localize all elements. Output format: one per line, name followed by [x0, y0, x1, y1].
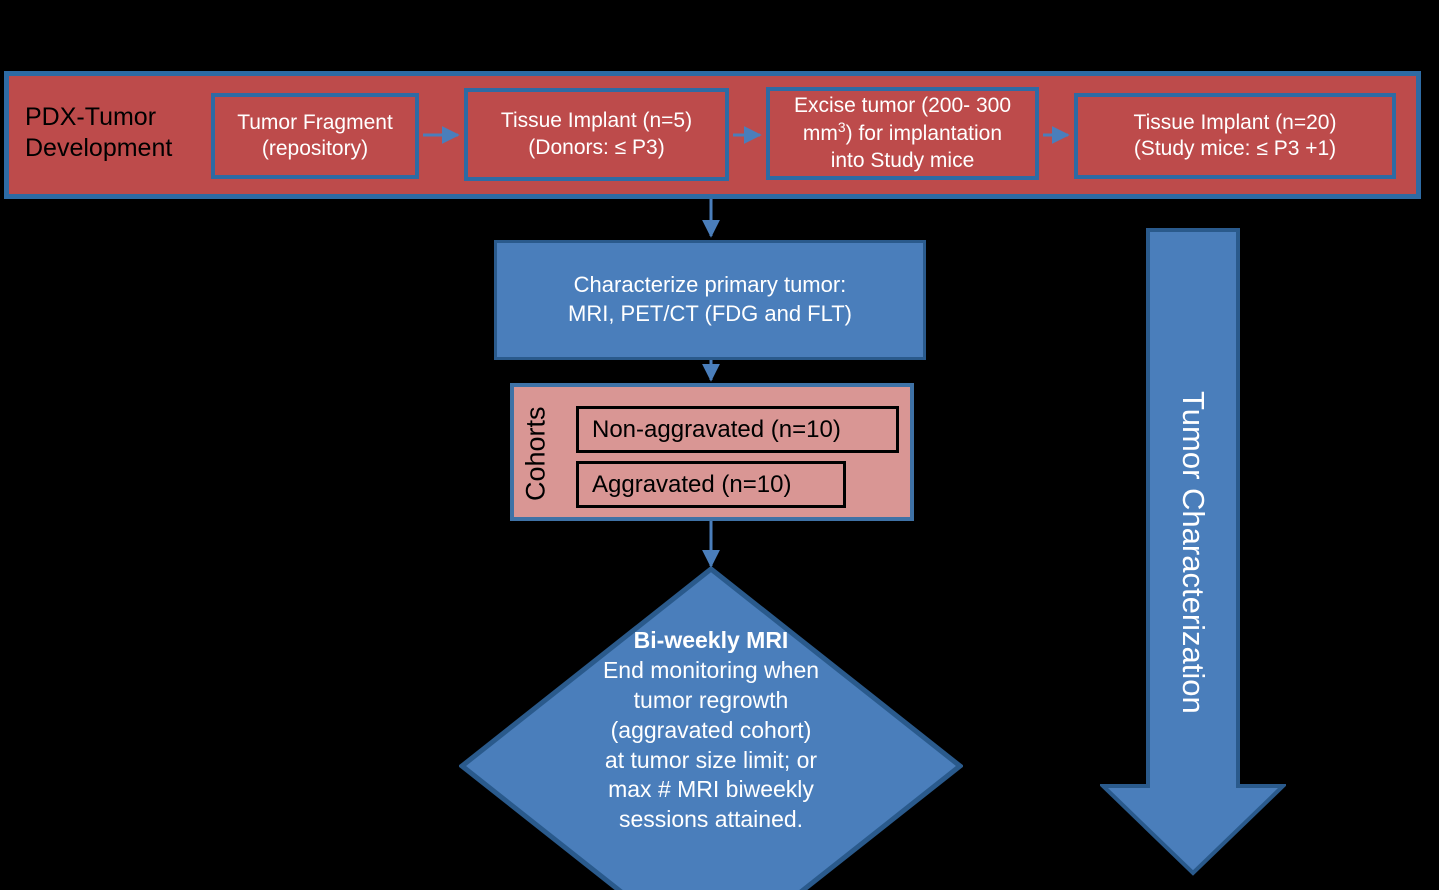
step-label-tissue-implant-5: Tissue Implant (n=5)(Donors: ≤ P3)	[500, 109, 693, 159]
down-arrow-shape	[1100, 228, 1286, 876]
characterize-primary-tumor-box: Characterize primary tumor: MRI, PET/CT …	[494, 240, 926, 360]
cohorts-panel: Cohorts Non-aggravated (n=10) Aggravated…	[510, 383, 914, 521]
decision-diamond: Bi-weekly MRI End monitoring when tumor …	[459, 566, 963, 890]
step-box-tissue-implant-20: Tissue Implant (n=20)(Study mice: ≤ P3 +…	[1074, 93, 1396, 179]
diamond-shape	[459, 566, 963, 890]
step-label-excise-tumor: Excise tumor (200- 300 mm3) for implanta…	[793, 93, 1012, 172]
cohort-item-aggravated: Aggravated (n=10)	[576, 461, 846, 508]
tumor-characterization-arrow	[1100, 228, 1286, 876]
step-box-tumor-fragment: Tumor Fragment(repository)	[211, 93, 419, 179]
banner-title: PDX-Tumor Development	[25, 103, 173, 162]
cohort-item-non-aggravated: Non-aggravated (n=10)	[576, 406, 899, 453]
step-box-excise-tumor: Excise tumor (200- 300 mm3) for implanta…	[766, 87, 1039, 180]
step-label-tumor-fragment: Tumor Fragment(repository)	[237, 110, 393, 160]
cohorts-label: Cohorts	[520, 406, 551, 502]
step-box-tissue-implant-5: Tissue Implant (n=5)(Donors: ≤ P3)	[464, 88, 729, 181]
step-label-tissue-implant-20: Tissue Implant (n=20)(Study mice: ≤ P3 +…	[1133, 110, 1337, 160]
